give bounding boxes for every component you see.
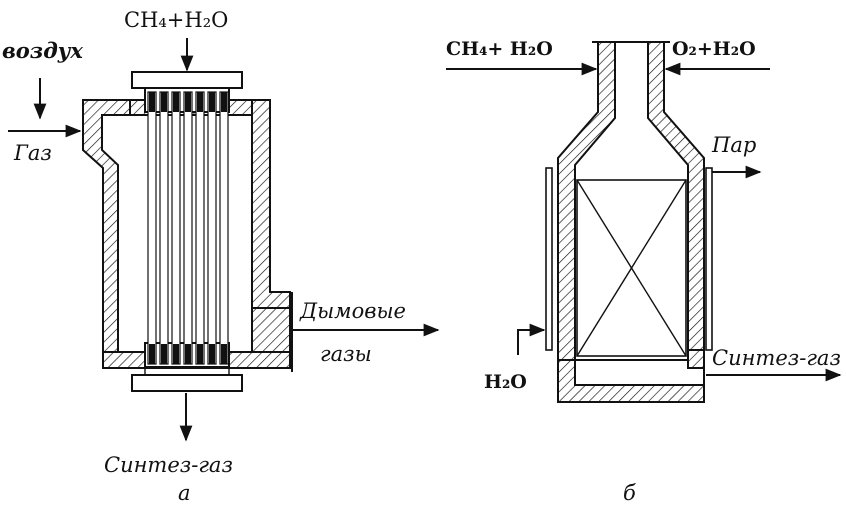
tube-5 [195, 91, 205, 365]
reactor-outlet-wall [687, 349, 705, 369]
bottom-header [131, 374, 243, 392]
furnace-right-wall [251, 99, 291, 309]
tube-end-7-bottom [221, 344, 227, 364]
tube-4 [183, 91, 193, 365]
tube-end-1-bottom [149, 344, 155, 364]
furnace-left-wall [82, 99, 131, 353]
outlet-label-a: Синтез-газ [104, 453, 233, 477]
tube-end-3-bottom [173, 344, 179, 364]
jacket-right [705, 167, 713, 351]
flue-gas-label-2: газы [320, 342, 372, 366]
tube-end-2-top [161, 92, 167, 112]
furnace-right-lower [251, 307, 291, 353]
steam-label: Пар [711, 133, 756, 157]
gas-label: Газ [13, 141, 52, 165]
tube-end-7-top [221, 92, 227, 112]
tube-end-6-top [209, 92, 215, 112]
diagram-a: CH₄+H₂O воздух Газ Дымовые газы Синтез-г… [2, 8, 440, 505]
catalyst-bed [576, 179, 687, 357]
tube-end-5-top [197, 92, 203, 112]
air-label: воздух [2, 38, 83, 63]
inlet-top-label: CH₄+H₂O [124, 8, 228, 32]
inlet-right-label: O₂+H₂O [672, 38, 756, 60]
tube-end-6-bottom [209, 344, 215, 364]
catalyst-tubes [147, 91, 229, 365]
water-arrow [517, 323, 546, 355]
caption-b: б [623, 481, 636, 505]
tube-end-4-top [185, 92, 191, 112]
water-label: H₂O [484, 371, 527, 393]
top-header [131, 71, 243, 89]
tube-6 [207, 91, 217, 365]
tube-end-2-bottom [161, 344, 167, 364]
tube-1 [147, 91, 157, 365]
reactor-bottom-wall [557, 359, 705, 403]
tube-end-3-top [173, 92, 179, 112]
inlet-left-label: CH₄+ H₂O [446, 38, 553, 60]
tube-end-4-bottom [185, 344, 191, 364]
tube-end-5-bottom [197, 344, 203, 364]
tube-3 [171, 91, 181, 365]
tube-end-1-top [149, 92, 155, 112]
flue-gas-label-1: Дымовые [299, 299, 406, 323]
jacket-left [545, 167, 553, 351]
outlet-label-b: Синтез-газ [712, 346, 841, 370]
tube-2 [159, 91, 169, 365]
caption-a: а [178, 481, 191, 505]
tube-7 [219, 91, 229, 365]
reactor-left-wall [557, 41, 616, 361]
diagram-b: CH₄+ H₂O O₂+H₂O Пар H₂O Синтез-газ б [446, 38, 842, 505]
